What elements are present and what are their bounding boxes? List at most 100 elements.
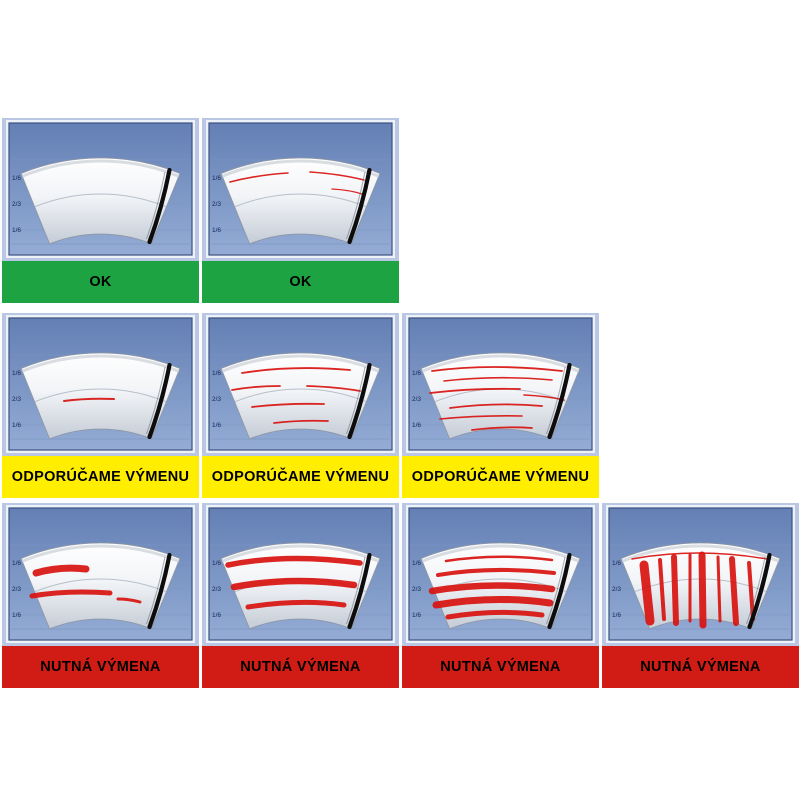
- sweep-guide-arc: [34, 388, 167, 403]
- scale-label: 2/3: [12, 396, 21, 403]
- screen-frame: [406, 505, 595, 643]
- screen-frame: [606, 505, 795, 643]
- wiper-pattern-graphic: 1/6 2/3 1/6: [202, 118, 399, 261]
- wiper-sweep-group: [20, 157, 181, 245]
- wear-streak: [729, 556, 739, 626]
- scale-label: 1/6: [212, 227, 221, 234]
- scale-label: 1/6: [412, 612, 421, 619]
- wiper-sweep-group: [20, 542, 181, 630]
- status-band-recommend: ODPORÚČAME VÝMENU: [2, 456, 199, 498]
- status-label: NUTNÁ VÝMENA: [40, 659, 161, 675]
- wear-streak: [428, 582, 556, 595]
- wiper-blade-shadow: [346, 366, 366, 435]
- wear-streak: [444, 555, 554, 563]
- windshield-sweep-svg: 1/62/31/6: [2, 313, 199, 456]
- windshield-sweep-svg: 1/6 2/3 1/6: [202, 118, 399, 261]
- wear-streak: [671, 554, 679, 626]
- scale-label: 2/3: [212, 586, 221, 593]
- sweep-top-bevel: [221, 159, 380, 178]
- sweep-top-bevel: [221, 354, 380, 373]
- wiper-blade: [347, 552, 372, 630]
- scale-label: 1/6: [412, 560, 421, 567]
- sweep-top-bevel: [21, 159, 180, 178]
- wiper-blade-shadow: [146, 171, 166, 240]
- wear-streak: [445, 609, 545, 620]
- wiper-blade: [347, 167, 372, 245]
- wear-streak: [273, 419, 329, 424]
- wear-streak: [229, 172, 289, 183]
- status-label: NUTNÁ VÝMENA: [640, 659, 761, 675]
- status-band-recommend: ODPORÚČAME VÝMENU: [202, 456, 399, 498]
- sweep-guide-arc: [34, 193, 167, 208]
- wiper-blade-shadow: [746, 556, 766, 625]
- status-label: OK: [289, 274, 312, 290]
- wiper-sweep-group: [420, 542, 581, 630]
- screen-frame: [6, 315, 195, 453]
- status-label: ODPORÚČAME VÝMENU: [211, 469, 390, 485]
- wiper-blade: [347, 362, 372, 440]
- scale-label: 2/3: [12, 586, 21, 593]
- sweep-top-bevel: [421, 354, 580, 373]
- windshield-sweep-svg: 1/62/31/6: [2, 503, 199, 646]
- wear-streak: [225, 555, 363, 568]
- wear-streaks: [29, 564, 142, 604]
- wiper-blade-shadow: [146, 556, 166, 625]
- status-band-ok: OK: [202, 261, 399, 303]
- sweep-top-bevel: [221, 544, 380, 563]
- screen-frame: [206, 315, 395, 453]
- screen-frame: [6, 120, 195, 258]
- wear-streak: [716, 555, 722, 623]
- wiper-sweep-group: [420, 352, 581, 440]
- wear-streak: [432, 595, 554, 609]
- windshield-sweep-svg: 1/62/31/6: [202, 503, 399, 646]
- wiper-sweep-group: [20, 352, 181, 440]
- wear-streaks: [231, 367, 361, 424]
- wear-streak: [251, 402, 325, 408]
- wear-streak: [63, 397, 115, 402]
- scale-label: 1/6: [212, 370, 221, 377]
- scale-label: 1/6: [212, 560, 221, 567]
- wear-streak: [245, 599, 347, 610]
- scale-label: 1/6: [12, 370, 21, 377]
- sweep-area: [220, 352, 381, 440]
- sweep-guide-arc: [34, 578, 167, 593]
- status-band-recommend: ODPORÚČAME VÝMENU: [402, 456, 599, 498]
- status-label: NUTNÁ VÝMENA: [440, 659, 561, 675]
- wiper-blade-shadow: [346, 556, 366, 625]
- wear-streak: [116, 597, 142, 604]
- scale-label: 1/6: [12, 560, 21, 567]
- sweep-area: [20, 352, 181, 440]
- scale-label: 2/3: [12, 201, 21, 208]
- windshield-sweep-svg: 1/62/31/6: [402, 313, 599, 456]
- scale-label: 1/6: [212, 175, 221, 182]
- wear-streaks: [429, 366, 565, 431]
- screen-frame: [6, 505, 195, 643]
- status-band-required: NUTNÁ VÝMENA: [202, 646, 399, 688]
- sweep-area: [20, 157, 181, 245]
- wear-streak: [230, 577, 358, 591]
- sweep-guide-arc: [234, 193, 367, 208]
- wiper-blade: [547, 552, 572, 630]
- windshield-sweep-svg: 1/62/31/6: [2, 118, 199, 261]
- wiper-sweep-group: [620, 542, 781, 630]
- wear-streak: [747, 561, 755, 621]
- wiper-sweep-group: [220, 542, 381, 630]
- scale-label: 2/3: [212, 201, 221, 208]
- wiper-sweep-group: [220, 157, 381, 245]
- scale-label: 1/6: [612, 612, 621, 619]
- wear-streak: [639, 560, 655, 626]
- wear-streaks: [631, 551, 768, 629]
- wear-streak: [309, 171, 365, 181]
- wear-streaks: [428, 555, 556, 620]
